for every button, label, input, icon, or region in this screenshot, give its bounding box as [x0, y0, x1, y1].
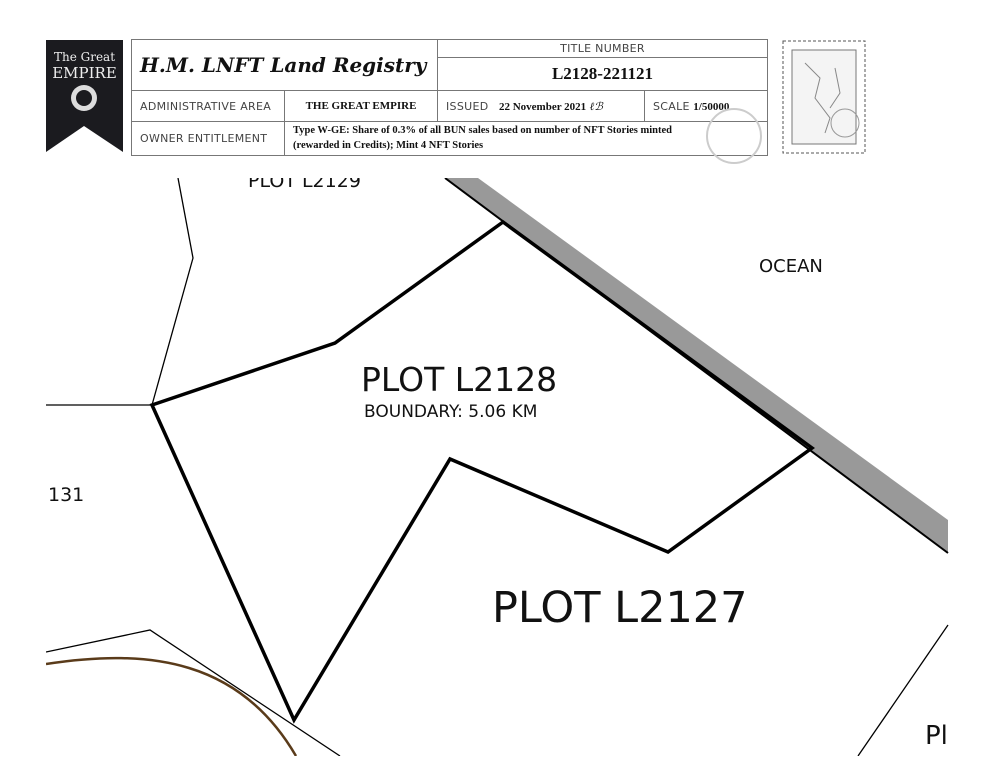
owner-line1: Type W-GE: Share of 0.3% of all BUN sale… — [293, 125, 672, 137]
admin-area: THE GREAT EMPIRE — [284, 90, 438, 122]
registry-header: H.M. LNFT Land Registry TITLE NUMBER L21… — [131, 38, 768, 157]
registry-title: H.M. LNFT Land Registry — [131, 38, 438, 92]
logo-line2: EMPIRE — [52, 64, 117, 82]
logo-line1: The Great — [53, 50, 116, 64]
boundary-label: BOUNDARY: 5.06 KM — [364, 402, 538, 422]
plot-l2127-label: PLOT L2127 — [492, 583, 748, 633]
plot-east-label: Pl — [925, 721, 948, 751]
plot-map: PLOT L2129 OCEAN PLOT L2128 BOUNDARY: 5.… — [46, 178, 949, 756]
great-empire-logo: The Great EMPIRE — [46, 40, 123, 152]
postage-stamp-icon — [782, 40, 866, 154]
signature-icon: ℓℬ — [589, 99, 603, 113]
owner-label: OWNER ENTITLEMENT — [131, 120, 285, 157]
seal-stamp-icon — [706, 108, 762, 164]
plot-l2128-boundary — [149, 219, 815, 724]
admin-area-label: ADMINISTRATIVE AREA — [131, 90, 285, 122]
road — [46, 656, 298, 756]
title-number: L2128-221121 — [437, 57, 768, 92]
issued-label: ISSUED — [446, 99, 489, 113]
plot-l2128-label: PLOT L2128 — [361, 360, 558, 399]
plot-l2129-label: PLOT L2129 — [248, 178, 361, 192]
scale-label: SCALE — [653, 99, 690, 113]
owner-line2: (rewarded in Credits); Mint 4 NFT Storie… — [293, 140, 484, 152]
issued-date: 22 November 2021 — [498, 100, 587, 113]
boundary-l2129 — [151, 178, 194, 406]
ocean-label: OCEAN — [759, 256, 823, 277]
title-number-label: TITLE NUMBER — [437, 38, 768, 59]
plot-131-label: 131 — [48, 484, 85, 506]
scale-value: 1/50000 — [693, 100, 730, 113]
